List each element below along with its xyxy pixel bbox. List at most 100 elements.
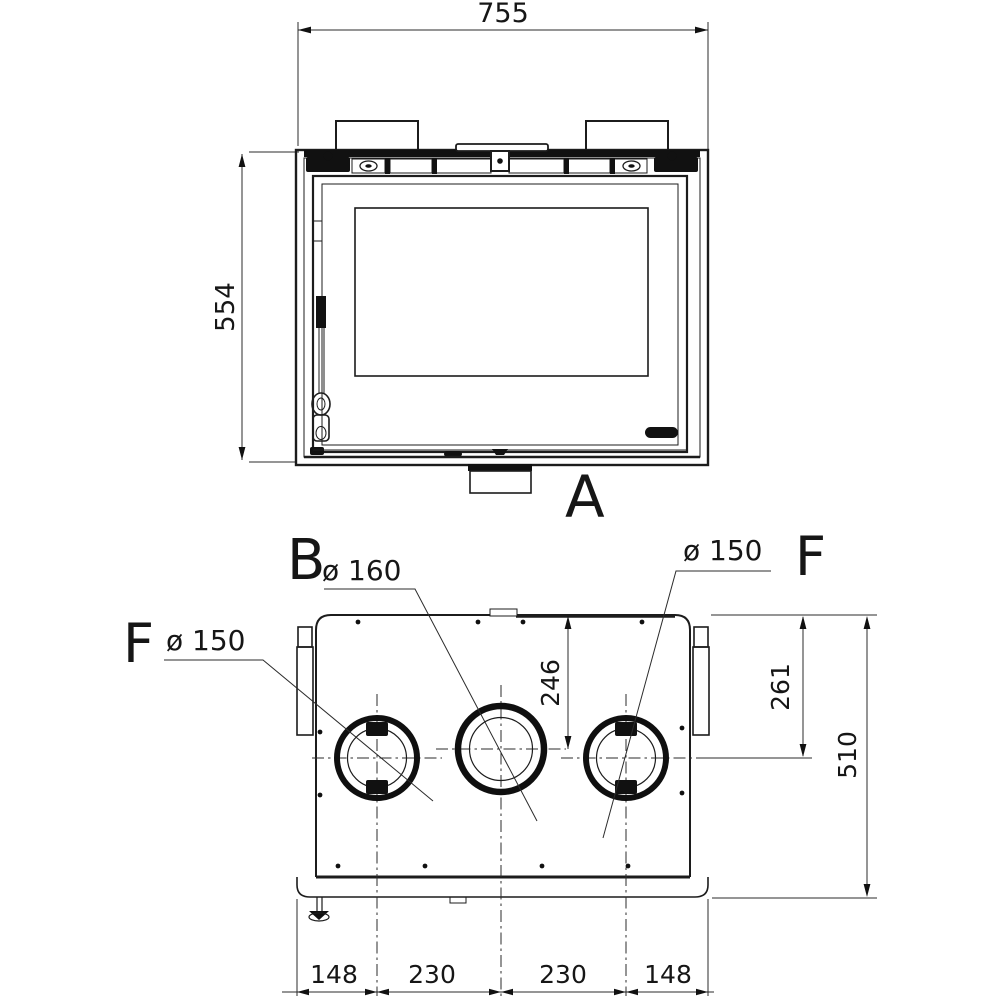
bottom-latch-left (444, 451, 462, 457)
dimension-chain-bottom: 148 230 230 148 (282, 960, 714, 996)
rail-segment-3 (435, 158, 492, 174)
corner-bolt-left (323, 151, 333, 161)
top-spigot-left (335, 120, 419, 151)
oval-screw-right-slot (628, 164, 635, 168)
corner-bolt-right (667, 151, 677, 161)
hinge-pivot-hole (316, 397, 326, 411)
door-frame-outer (311, 174, 689, 454)
dim-246-arrow-top (564, 616, 572, 629)
dim-510-arrow-top (863, 616, 871, 629)
duct-right-leader (602, 570, 771, 839)
ash-lip (468, 464, 532, 494)
dim-261-arrow-top (799, 616, 807, 629)
rail-divider-4 (610, 158, 615, 174)
label-duct-right: ø 150 F (602, 525, 826, 839)
flue-label-text: B (287, 528, 325, 593)
width-dimension-text: 755 (477, 0, 529, 29)
hinge-rod (318, 328, 325, 394)
duct-collar-left (334, 715, 420, 801)
screw-dots (317, 619, 685, 869)
chain-text-1: 148 (310, 960, 358, 989)
duct-right-ring (583, 715, 669, 801)
hinge-pivot-outer (311, 392, 331, 416)
dim-261-arrow-bottom (799, 744, 807, 757)
leg-stem (316, 897, 323, 913)
duct-left-label-text: F (123, 612, 154, 675)
flue-leader (324, 588, 538, 822)
rear-edge-tab (489, 608, 518, 617)
front-height-dimension: 554 (211, 151, 299, 463)
dim-246-text: 246 (536, 659, 565, 707)
bracket-right-strip (692, 646, 710, 736)
duct-left-diameter-text: ø 150 (166, 624, 245, 657)
duct-collar-right (583, 715, 669, 801)
duct-left-leader (164, 659, 434, 802)
leg-foot (309, 911, 329, 920)
corner-fitting-right (654, 157, 698, 172)
hinge-block (316, 296, 326, 328)
bottom-latch-center (492, 449, 508, 455)
top-center-plate (455, 143, 549, 152)
oval-screw-left (359, 160, 378, 172)
label-duct-left: F ø 150 (123, 612, 434, 802)
dim-510-text: 510 (833, 731, 862, 779)
hinge-lower-hole (315, 426, 327, 440)
top-rail (304, 143, 700, 174)
front-width-dimension: 755 (297, 0, 709, 150)
bracket-left-cap (297, 626, 313, 648)
rail-divider-3 (564, 158, 569, 174)
rail-segment-5 (567, 158, 611, 174)
dimension-510: 510 (711, 614, 877, 899)
bracket-right-cap (693, 626, 709, 648)
rail-segment-2 (389, 158, 433, 174)
leg-foot-pad (308, 912, 330, 922)
chain-text-2: 230 (408, 960, 456, 989)
hinge-upper-plate (312, 220, 323, 242)
bottom-rail (304, 444, 700, 459)
body-edge-extension-lines (296, 899, 709, 996)
dim-510-arrow-bottom (863, 884, 871, 897)
door-frame-inner (321, 183, 679, 446)
dim-246-arrow-bottom (564, 736, 572, 749)
side-bracket-left (296, 626, 314, 736)
duct-right-damper-bottom (615, 780, 637, 794)
top-spigot-right (585, 120, 669, 151)
front-view-label: A (565, 463, 605, 531)
flue-collar-bore (468, 716, 534, 782)
dim-261-text: 261 (766, 663, 795, 711)
duct-right-diameter-text: ø 150 (683, 534, 762, 567)
label-flue: B ø 160 (287, 528, 538, 822)
side-bracket-right (692, 626, 710, 736)
rail-center-hole (497, 158, 503, 164)
oval-screw-left-slot (365, 164, 372, 168)
top-plate-outline (315, 614, 691, 877)
height-dimension-text: 554 (211, 282, 241, 332)
surround-frame-outer (294, 148, 710, 467)
glass-pane (354, 207, 649, 377)
arrowhead-right (695, 26, 708, 34)
surround-frame-inner (303, 157, 701, 458)
duct-left-ring (334, 715, 420, 801)
hinge-foot (310, 447, 324, 455)
centerlines (296, 685, 709, 996)
ash-lip-top (468, 464, 532, 471)
front-band (296, 877, 709, 898)
duct-left-damper-top (366, 722, 388, 736)
rail-divider-2 (432, 158, 437, 174)
duct-left-damper-bottom (366, 780, 388, 794)
rail-divider-1 (385, 158, 390, 174)
arrowhead-top (238, 154, 246, 167)
hinge-assembly (310, 220, 331, 455)
dimension-261: 261 (697, 616, 812, 759)
arrowhead-bottom (238, 447, 246, 460)
width-extension-lines (297, 22, 709, 150)
rail-segment-4 (508, 158, 565, 174)
door-handle (645, 427, 678, 438)
front-view: 755 554 (211, 0, 710, 531)
top-view: 246 261 510 (123, 525, 877, 996)
hinge-lower-body (312, 414, 330, 442)
flue-collar-center (454, 702, 548, 796)
dimension-246: 246 (536, 616, 572, 749)
